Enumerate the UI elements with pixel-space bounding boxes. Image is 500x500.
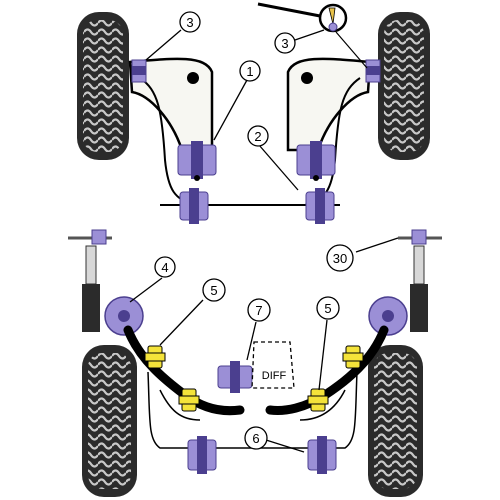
leader-4 bbox=[129, 277, 163, 303]
svg-text:6: 6 bbox=[252, 431, 259, 446]
svg-text:5: 5 bbox=[324, 301, 331, 316]
callout-6: 6 bbox=[244, 426, 268, 450]
svg-text:30: 30 bbox=[333, 251, 347, 266]
bush-5-left-lower bbox=[178, 388, 200, 412]
front-right-ball-joint bbox=[301, 72, 313, 84]
leader-5-right bbox=[318, 319, 328, 391]
bush-7-diff-mount bbox=[217, 361, 253, 393]
bush-5-left-upper bbox=[144, 345, 166, 369]
bush-5-right-upper bbox=[342, 345, 364, 369]
leader-6 bbox=[265, 439, 305, 453]
callout-2: 2 bbox=[247, 125, 269, 147]
leader-30 bbox=[355, 237, 399, 253]
svg-text:5: 5 bbox=[210, 283, 217, 298]
leader-3-left bbox=[145, 29, 182, 61]
front-axle-group: 1 2 3 3 bbox=[77, 2, 430, 224]
callout-30: 30 bbox=[326, 244, 354, 272]
rear-axle-group: DIFF 4 5 5 6 bbox=[68, 229, 442, 497]
bush-6-left bbox=[187, 436, 217, 474]
callout-3-left: 3 bbox=[179, 11, 201, 33]
bush-6-right bbox=[307, 436, 337, 474]
svg-text:1: 1 bbox=[246, 64, 253, 79]
front-left-ball-joint bbox=[187, 72, 199, 84]
bush-3-left bbox=[131, 59, 147, 83]
callout-3-right: 3 bbox=[274, 32, 296, 54]
callout-1: 1 bbox=[239, 60, 261, 82]
bush-4-right bbox=[368, 296, 408, 336]
callout-5-right: 5 bbox=[316, 296, 340, 320]
bush-3-right bbox=[365, 59, 381, 83]
bush-1-right bbox=[296, 141, 336, 181]
bush-2-left bbox=[179, 188, 209, 224]
rear-left-tyre bbox=[82, 345, 137, 497]
svg-text:7: 7 bbox=[255, 303, 262, 318]
rear-beam-inner bbox=[159, 389, 346, 421]
diff-housing bbox=[251, 341, 295, 389]
leader-1 bbox=[213, 79, 248, 141]
magnifier-icon bbox=[257, 2, 368, 69]
svg-text:3: 3 bbox=[281, 36, 288, 51]
leader-7 bbox=[246, 321, 257, 361]
callout-7: 7 bbox=[247, 298, 271, 322]
rear-right-tyre bbox=[368, 345, 423, 497]
svg-text:3: 3 bbox=[186, 15, 193, 30]
front-left-tyre bbox=[77, 12, 129, 160]
bush-2-right bbox=[305, 188, 335, 224]
bush-4-left bbox=[104, 296, 144, 336]
bush-1-left bbox=[177, 141, 217, 181]
svg-text:4: 4 bbox=[161, 260, 168, 275]
callout-4: 4 bbox=[154, 256, 176, 278]
svg-text:2: 2 bbox=[254, 129, 261, 144]
front-right-tyre bbox=[378, 12, 430, 160]
rear-left-shock-absorber bbox=[68, 229, 112, 332]
bush-5-right-lower bbox=[307, 388, 329, 412]
leader-3-right bbox=[294, 29, 325, 41]
front-right-wishbone bbox=[286, 57, 372, 152]
leader-2 bbox=[258, 144, 299, 191]
callout-5-left: 5 bbox=[202, 278, 226, 302]
diff-label: DIFF bbox=[262, 370, 287, 382]
leader-5-left bbox=[159, 299, 204, 346]
rear-right-shock-absorber bbox=[398, 229, 442, 332]
